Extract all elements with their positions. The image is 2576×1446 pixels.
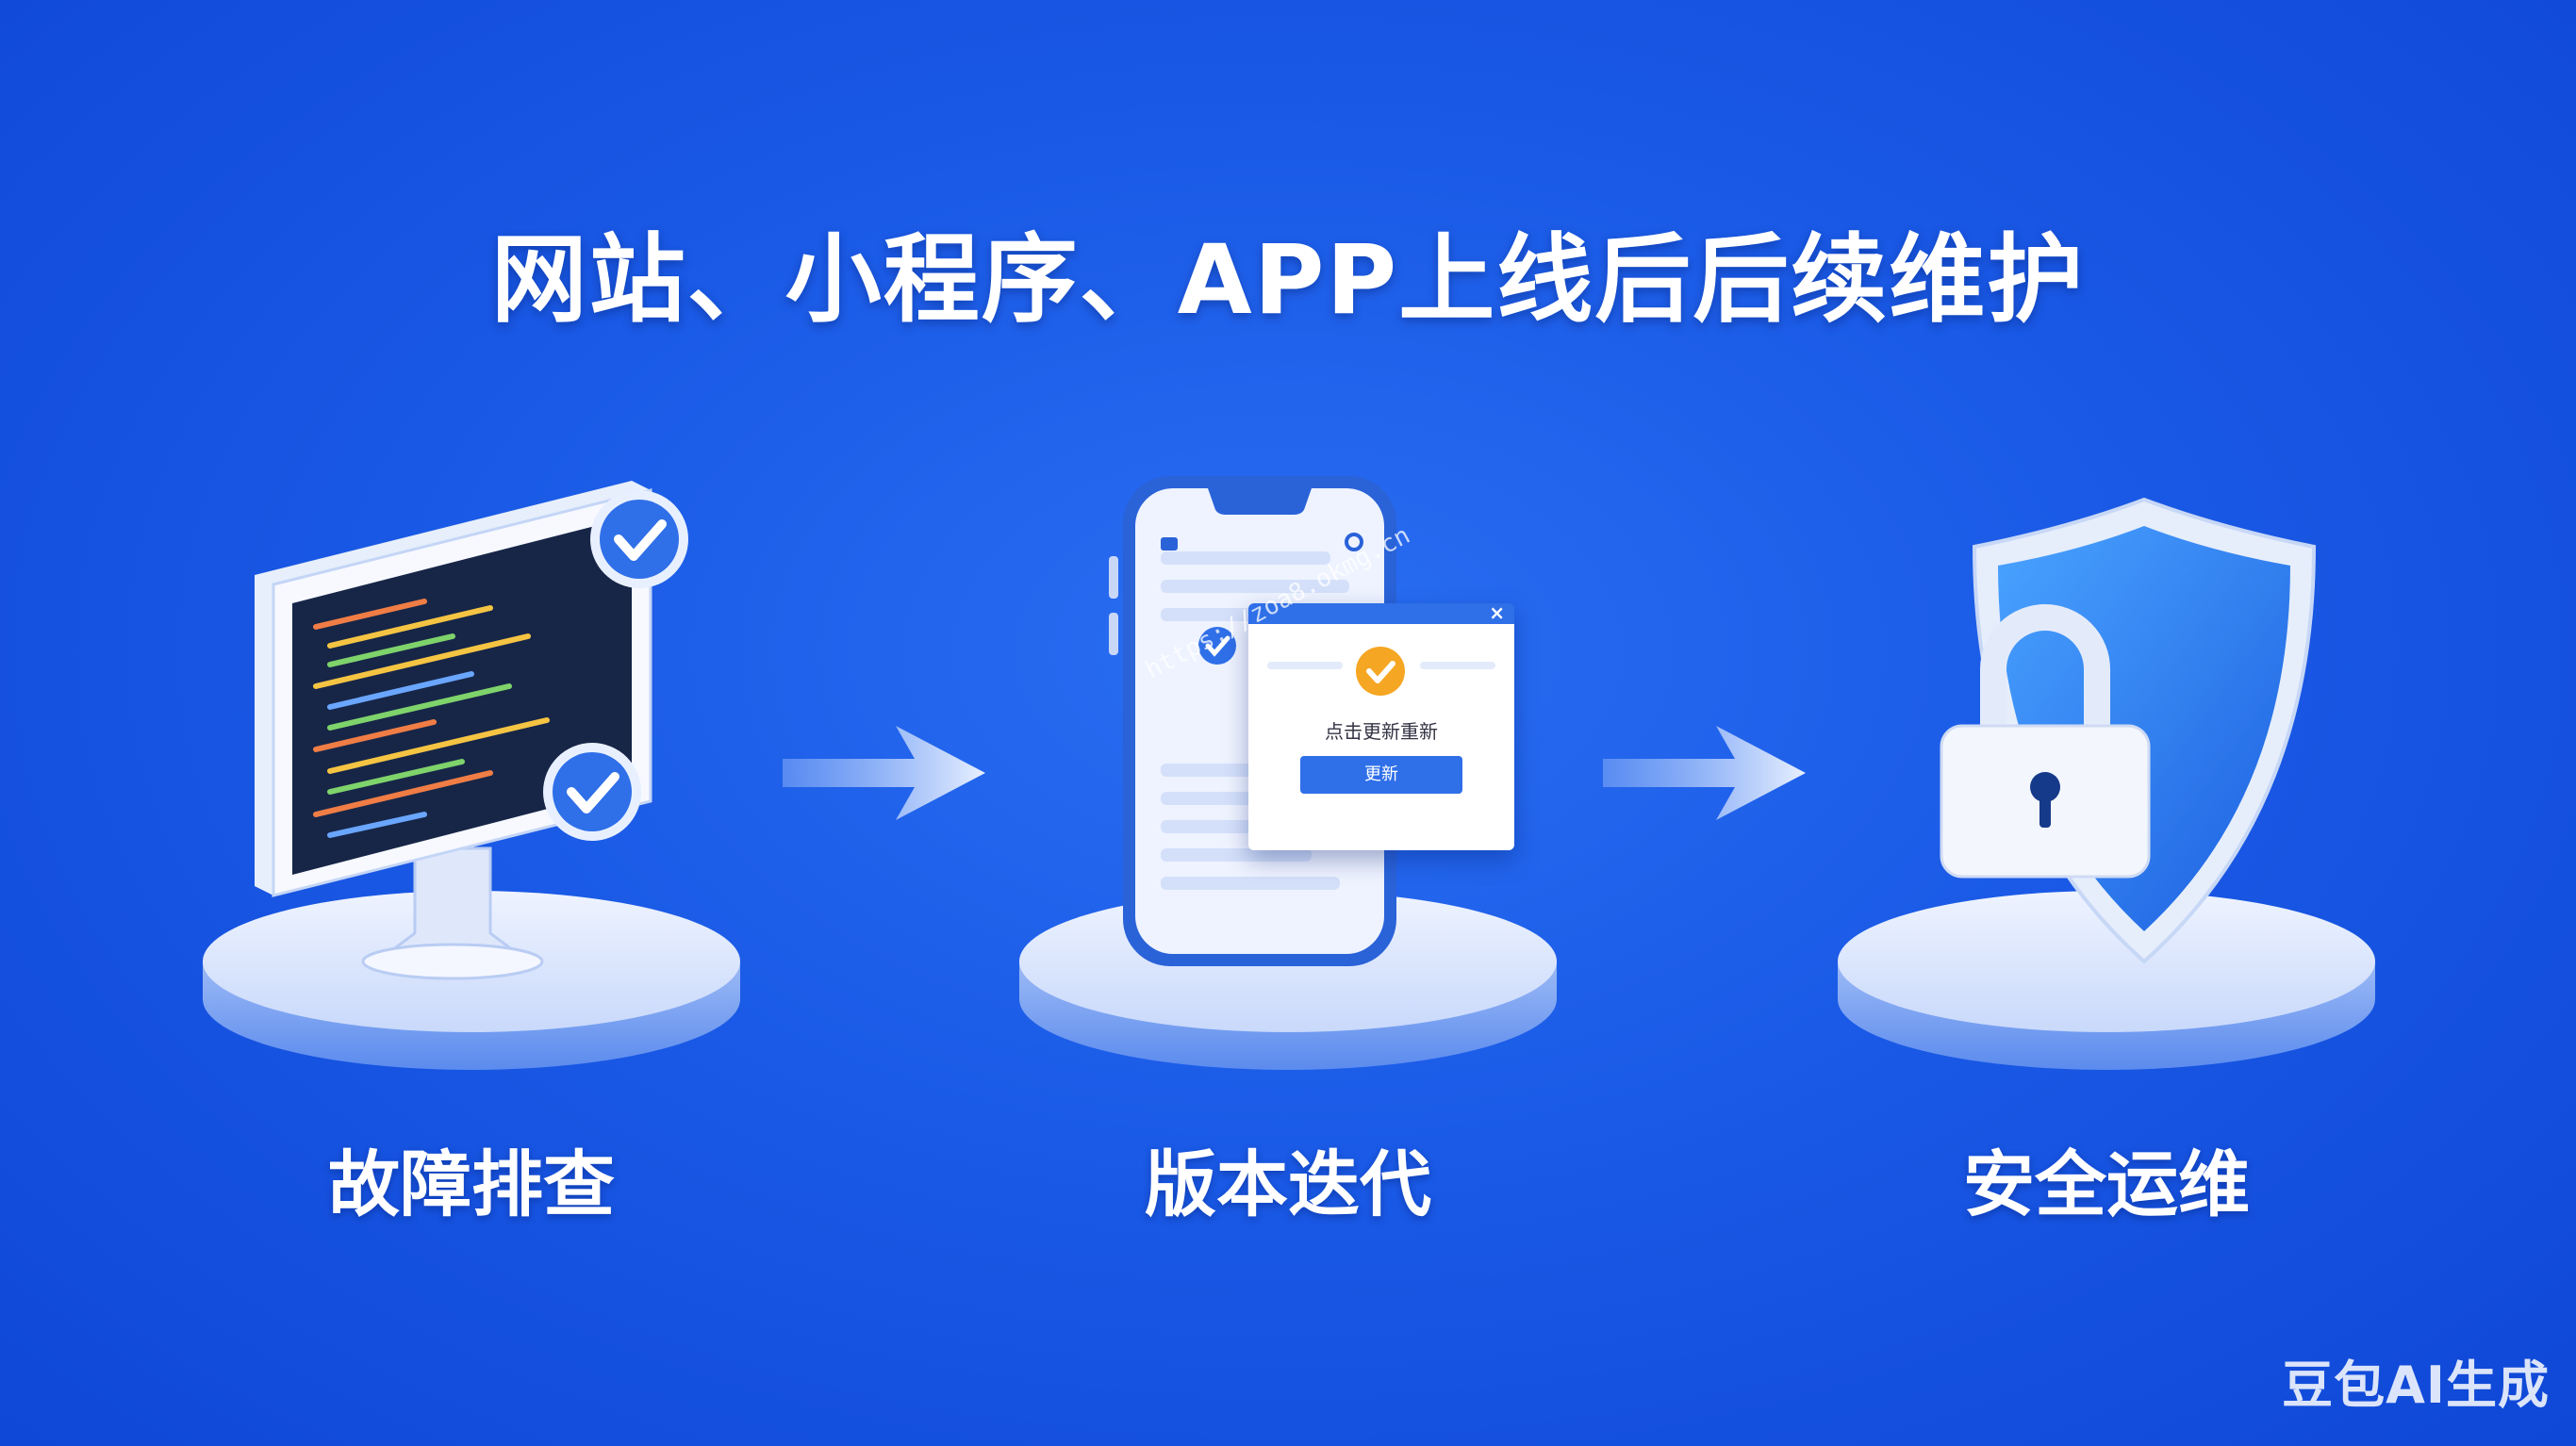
update-message: 点击更新重新 xyxy=(1325,720,1438,743)
update-button[interactable]: 更新 xyxy=(1300,756,1462,794)
step-security-ops xyxy=(1824,452,2389,1093)
label-troubleshooting: 故障排查 xyxy=(328,1142,615,1226)
shield-lock-icon xyxy=(1838,497,2375,1070)
check-badge-icon xyxy=(543,743,641,841)
step-version-iteration: × 点击更新重新 更新 xyxy=(1005,452,1571,1093)
page-title: 网站、小程序、APP上线后后续维护 xyxy=(490,224,2086,337)
check-badge-icon xyxy=(590,490,688,588)
watermark: 豆包AI生成 xyxy=(2282,1356,2550,1415)
arrow-right-icon xyxy=(1603,726,1806,820)
arrow-right-icon xyxy=(783,726,985,820)
step-troubleshooting xyxy=(189,452,754,1093)
label-version-iteration: 版本迭代 xyxy=(1145,1142,1431,1226)
monitor-code-icon xyxy=(203,481,740,1070)
update-dialog: × 点击更新重新 更新 xyxy=(1248,601,1514,850)
close-icon[interactable]: × xyxy=(1489,601,1505,624)
check-circle-icon xyxy=(1356,647,1405,696)
label-security-ops: 安全运维 xyxy=(1963,1142,2250,1226)
